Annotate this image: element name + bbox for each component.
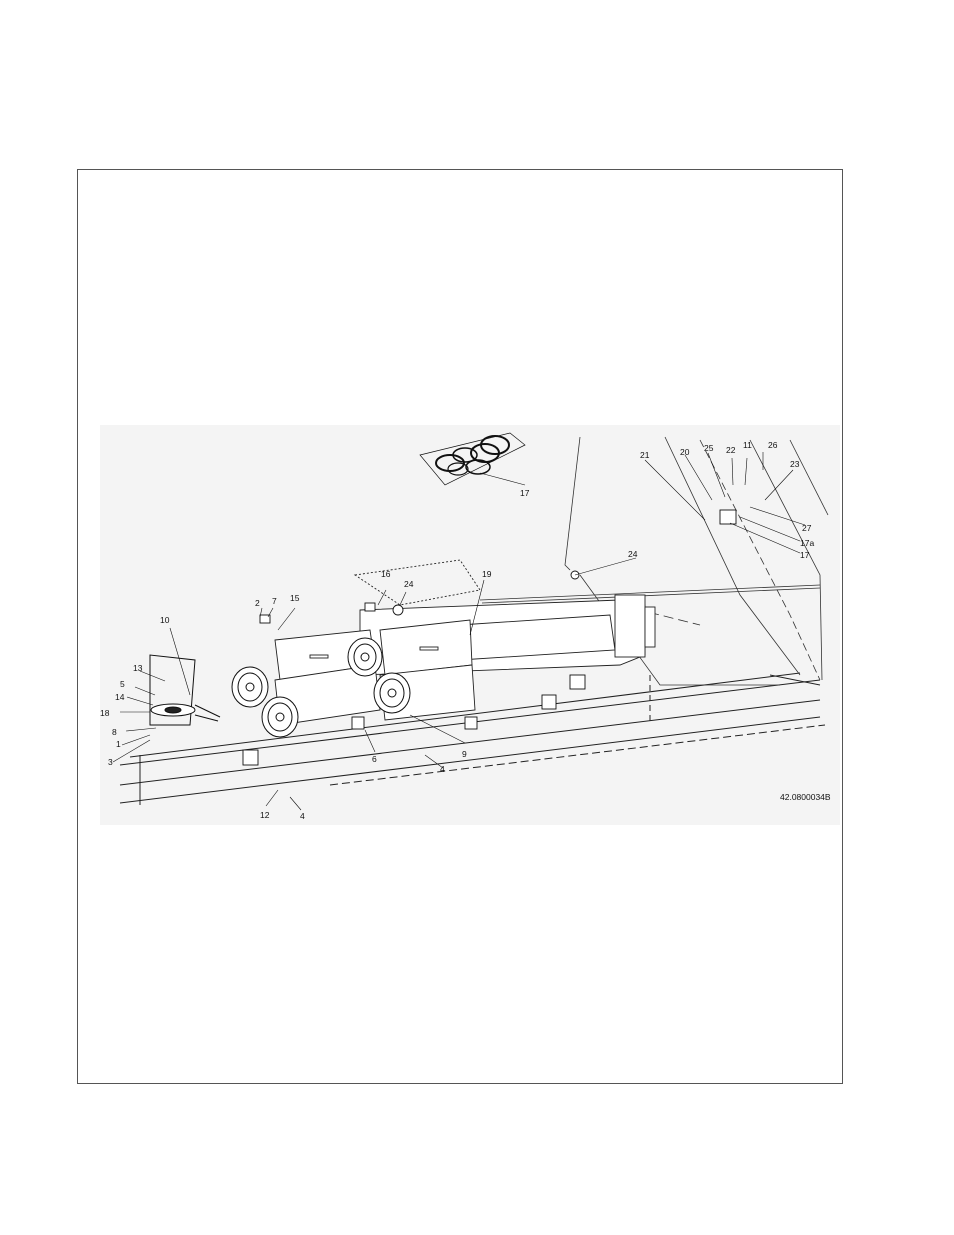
callout-leaders: [112, 452, 806, 811]
callout-13: 13: [133, 663, 143, 673]
callout-1: 1: [116, 739, 121, 749]
callout-21: 21: [640, 450, 650, 460]
callout-27: 27: [802, 523, 812, 533]
callout-16: 16: [381, 569, 391, 579]
frame-rails: [119, 672, 826, 805]
figure-reference: 42.0800034B: [780, 792, 831, 802]
callout-18: 18: [100, 708, 110, 718]
callout-17b: 17: [520, 488, 530, 498]
brackets: [242, 509, 737, 766]
carriage-boxes: [274, 619, 476, 726]
callout-22: 22: [726, 445, 736, 455]
seal-kit: [419, 432, 526, 486]
callout-25: 25: [704, 443, 714, 453]
callout-7: 7: [272, 596, 277, 606]
callout-11: 11: [743, 440, 752, 450]
exploded-parts-diagram: 13 5 14 18 8 1 3 10 12 4 2 7 15 16 24 19…: [100, 425, 840, 825]
sheave-wheels: [231, 637, 411, 738]
callout-24b: 24: [628, 549, 638, 559]
callout-8: 8: [112, 727, 117, 737]
callout-23: 23: [790, 459, 800, 469]
callout-3: 3: [108, 757, 113, 767]
callout-4: 4: [300, 811, 305, 821]
callout-5: 5: [120, 679, 125, 689]
callout-14: 14: [115, 692, 125, 702]
callout-19: 19: [482, 569, 492, 579]
callout-4b: 4: [440, 764, 445, 774]
callout-26: 26: [768, 440, 778, 450]
callout-6: 6: [372, 754, 377, 764]
left-pulley: [149, 654, 221, 726]
callout-15: 15: [290, 593, 300, 603]
callout-labels: 13 5 14 18 8 1 3 10 12 4 2 7 15 16 24 19…: [100, 440, 814, 821]
callout-20: 20: [680, 447, 690, 457]
callout-2: 2: [255, 598, 260, 608]
callout-17a: 17a: [800, 538, 814, 548]
callout-9: 9: [462, 749, 467, 759]
callout-24: 24: [404, 579, 414, 589]
callout-12: 12: [260, 810, 270, 820]
callout-17: 17: [800, 550, 810, 560]
callout-10: 10: [160, 615, 170, 625]
figure-frame: [77, 169, 843, 1084]
